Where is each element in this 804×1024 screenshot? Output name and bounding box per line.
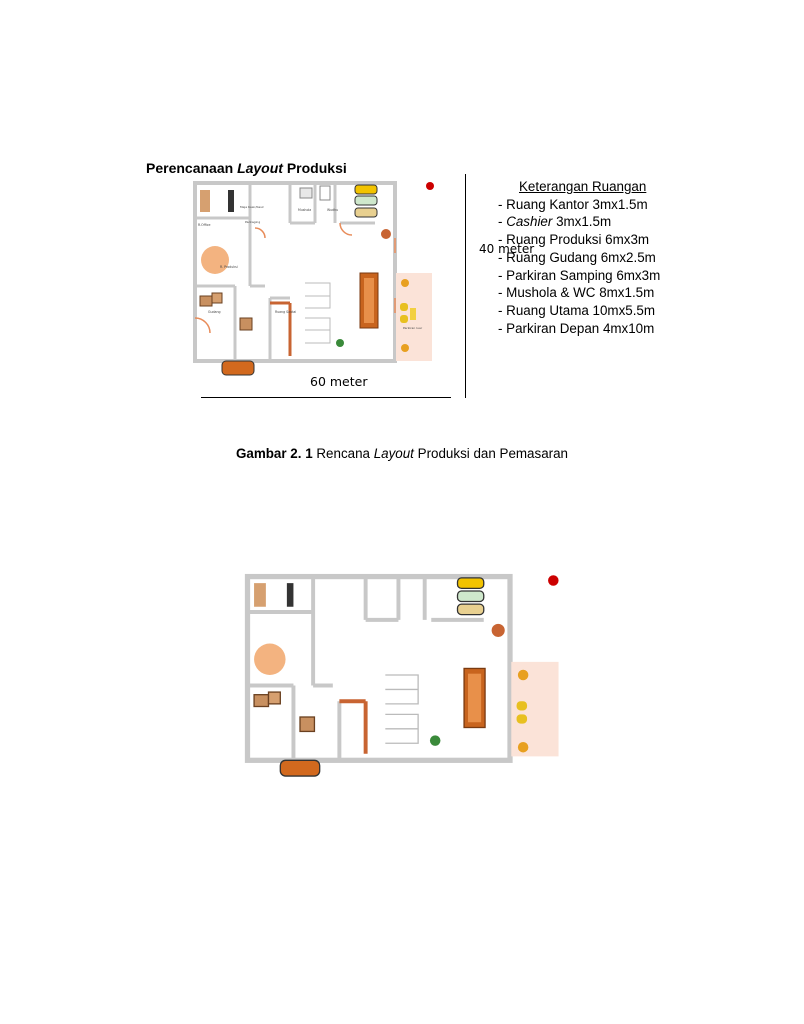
legend-item-text: - Ruang Produksi 6mx3m — [498, 232, 650, 248]
label-ruang-santai: Ruang Santai — [275, 310, 296, 314]
caption-italic: Layout — [373, 446, 414, 461]
figure-caption: Gambar 2. 1 Rencana Layout Produksi dan … — [0, 446, 804, 461]
legend-item: - Ruang Produksi 6mx3m — [498, 231, 660, 249]
heading-prefix: Perencanaan — [146, 160, 238, 176]
height-dimension-line — [465, 174, 466, 398]
caption-pre: Rencana — [312, 446, 374, 461]
label-mushola: Mushola — [298, 208, 311, 212]
legend-item-italic: Cashier — [506, 214, 553, 230]
legend-item: - Ruang Gudang 6mx2.5m — [498, 249, 660, 267]
legend-item: - Cashier 3mx1.5m — [498, 213, 660, 231]
legend-item: - Ruang Kantor 3mx1.5m — [498, 196, 660, 214]
legend-item-text: - Ruang Gudang 6mx2.5m — [498, 249, 656, 265]
floor-plan-drawing: R.Office R. Produksi Gudang Mushola Wudh… — [193, 181, 434, 376]
legend-item: - Ruang Utama 10mx5.5m — [498, 302, 660, 320]
floor-plan-bottom — [244, 573, 559, 777]
room-legend: Keterangan Ruangan - Ruang Kantor 3mx1.5… — [498, 178, 660, 337]
caption-post: Produksi dan Pemasaran — [413, 446, 568, 461]
label-wudhu: Wudhu — [327, 208, 338, 212]
heading-italic: Layout — [237, 160, 283, 176]
floor-plan-drawing — [244, 573, 559, 777]
legend-item-text: - Parkiran Depan 4mx10m — [498, 320, 655, 336]
legend-item-text: - — [498, 214, 507, 230]
label-packaging: Packaging — [245, 220, 260, 224]
legend-item-rest: 3mx1.5m — [552, 214, 612, 230]
label-produksi: R. Produksi — [220, 265, 238, 269]
section-heading: Perencanaan Layout Produksi — [146, 160, 347, 176]
legend-item-text: - Ruang Kantor 3mx1.5m — [498, 196, 648, 212]
legend-item: - Parkiran Depan 4mx10m — [498, 320, 660, 338]
label-office: R.Office — [198, 223, 210, 227]
width-dimension-line — [201, 397, 451, 398]
floor-plan-top: R.Office R. Produksi Gudang Mushola Wudh… — [193, 181, 434, 376]
label-parkiran: Parkiran luar — [403, 326, 423, 330]
label-gudang: Gudang — [208, 310, 221, 314]
legend-item-text: - Mushola & WC 8mx1.5m — [498, 285, 655, 301]
heading-suffix: Produksi — [282, 160, 347, 176]
height-dimension-label: 40 meter — [479, 242, 535, 256]
legend-item: - Mushola & WC 8mx1.5m — [498, 284, 660, 302]
legend-title: Keterangan Ruangan — [519, 179, 647, 194]
legend-item-text: - Parkiran Samping 6mx3m — [498, 267, 661, 283]
label-cashier: Meja Kasir/Kasir — [240, 205, 265, 209]
width-dimension-label: 60 meter — [310, 374, 368, 389]
legend-item-text: - Ruang Utama 10mx5.5m — [498, 302, 656, 318]
caption-number: Gambar 2. 1 — [235, 446, 313, 461]
legend-item: - Parkiran Samping 6mx3m — [498, 267, 660, 285]
